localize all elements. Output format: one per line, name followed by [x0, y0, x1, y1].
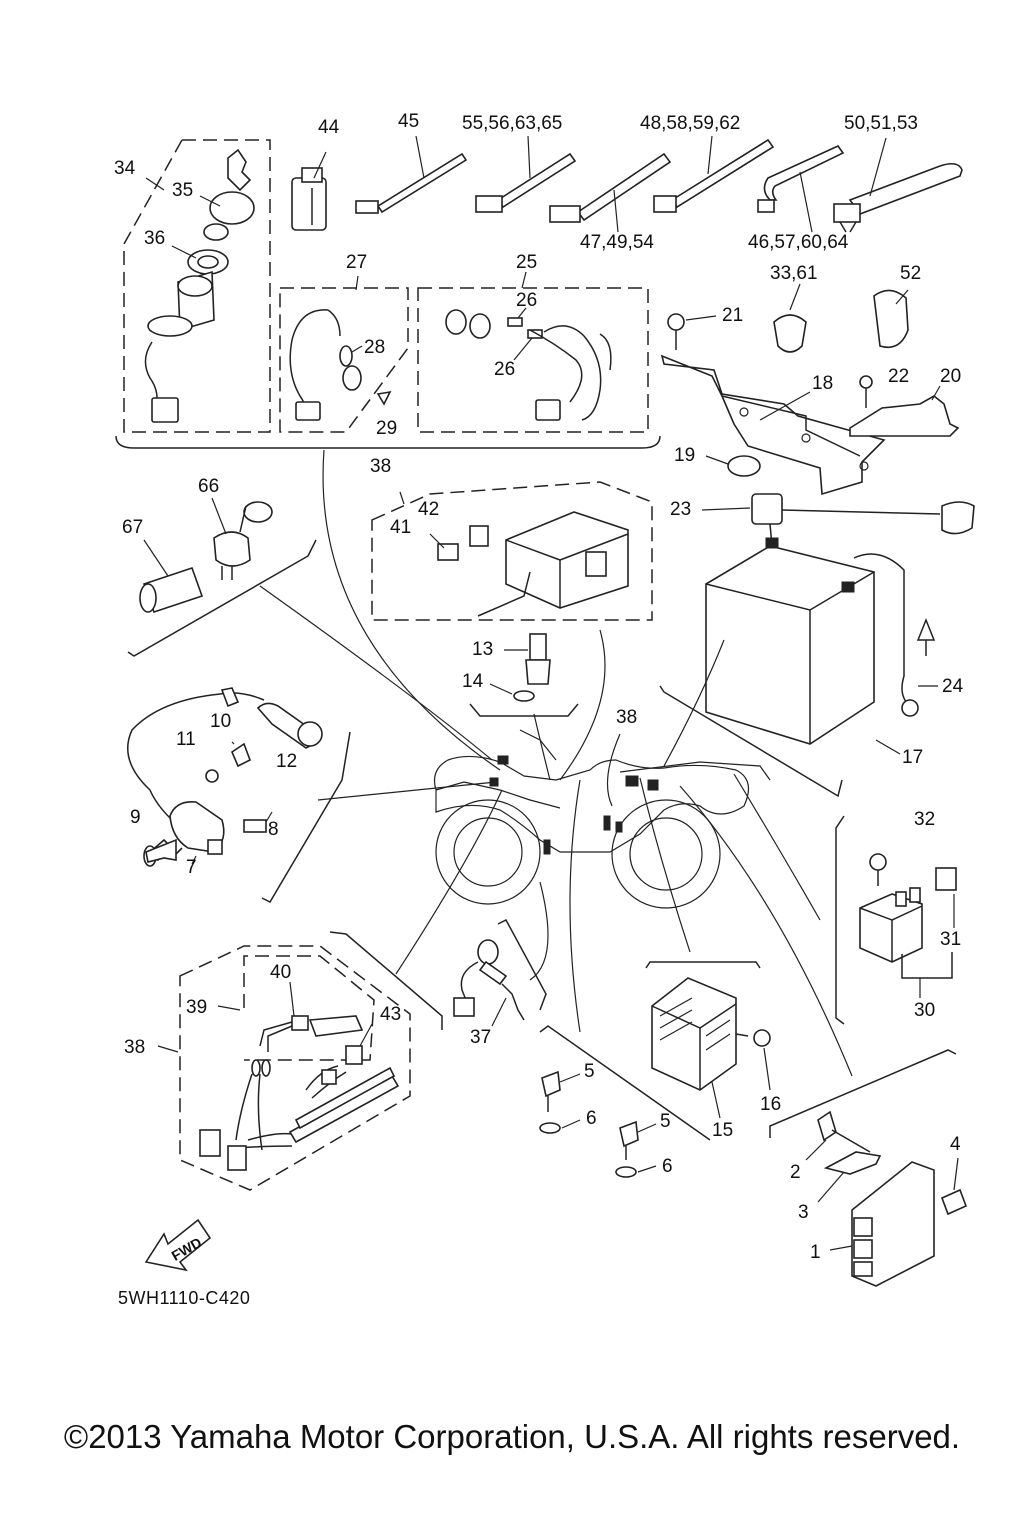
callout-1: 1 — [810, 1242, 821, 1263]
top-group-brace — [115, 435, 661, 449]
callout-14: 14 — [462, 671, 484, 692]
callout-67: 67 — [122, 517, 143, 538]
battery-bracket-group — [660, 283, 960, 496]
rectifier-group — [645, 961, 771, 1119]
callout-2: 2 — [790, 1162, 801, 1183]
callout-9: 9 — [130, 807, 141, 828]
headlight-socket-group — [127, 497, 317, 657]
callout-37: 37 — [470, 1027, 491, 1048]
callout-25: 25 — [516, 252, 537, 273]
callout-20: 20 — [940, 366, 961, 387]
callout-26-upper: 26 — [516, 290, 537, 311]
callout-6-right: 6 — [662, 1156, 673, 1177]
callout-28: 28 — [364, 337, 385, 358]
callout-13: 13 — [472, 639, 493, 660]
part-45-tie — [355, 135, 468, 214]
part-47-tie — [549, 152, 672, 233]
part-25-sub-lead — [417, 271, 649, 433]
callout-66: 66 — [198, 476, 219, 497]
callout-38-frame: 38 — [616, 707, 637, 728]
starter-relay-group — [835, 815, 957, 1025]
callout-35: 35 — [172, 180, 193, 201]
bolt-washer-group — [539, 1025, 711, 1178]
callout-34: 34 — [114, 158, 136, 179]
callout-11: 11 — [176, 729, 196, 750]
callout-24: 24 — [942, 676, 964, 697]
callout-39: 39 — [186, 997, 207, 1018]
callout-29: 29 — [376, 418, 397, 439]
diagram-part-code: 5WH1110-C420 — [118, 1288, 251, 1308]
cable-tie-group — [291, 135, 963, 233]
callout-55-56-63-65: 55,56,63,65 — [462, 113, 562, 134]
callout-4: 4 — [950, 1134, 961, 1155]
callout-52: 52 — [900, 263, 921, 284]
part-44-holder — [291, 151, 327, 231]
callout-33-61: 33,61 — [770, 263, 818, 284]
callout-44: 44 — [318, 117, 340, 138]
callout-38-fuse-box: 38 — [370, 456, 391, 477]
callout-40: 40 — [270, 962, 291, 983]
leader-lines — [259, 449, 853, 1077]
callout-50-51-53: 50,51,53 — [844, 113, 918, 134]
callout-17: 17 — [902, 747, 923, 768]
callout-45: 45 — [398, 111, 419, 132]
part-46-tie — [757, 144, 845, 233]
callout-12: 12 — [276, 751, 297, 772]
callout-46-57-60-64: 46,57,60,64 — [748, 232, 849, 253]
callout-18: 18 — [812, 373, 833, 394]
callout-8: 8 — [268, 819, 279, 840]
callout-10: 10 — [210, 711, 231, 732]
wire-harness-group — [157, 931, 443, 1191]
cdi-unit-group — [769, 1049, 968, 1287]
callout-38-harness: 38 — [124, 1037, 145, 1058]
callout-21: 21 — [722, 305, 743, 326]
part-55-tie — [475, 135, 577, 213]
callout-48-58-59-62: 48,58,59,62 — [640, 113, 740, 134]
speed-sensor-group — [453, 919, 547, 1027]
fwd-arrow-icon: FWD — [144, 1218, 212, 1272]
callout-16: 16 — [760, 1094, 781, 1115]
callout-22: 22 — [888, 366, 909, 387]
callout-42: 42 — [418, 499, 439, 520]
battery-group — [659, 493, 975, 798]
callout-32: 32 — [914, 809, 935, 830]
thermo-switch-group — [469, 633, 579, 717]
callout-5-left: 5 — [584, 1061, 595, 1082]
callout-5-right: 5 — [660, 1111, 671, 1132]
part-48-tie — [653, 135, 775, 213]
callout-15: 15 — [712, 1120, 733, 1141]
callout-27: 27 — [346, 252, 367, 273]
part-50-tie-clip — [833, 137, 963, 233]
part-27-wire-lead — [279, 275, 409, 433]
callout-47-49-54: 47,49,54 — [580, 232, 654, 253]
callout-41: 41 — [390, 517, 411, 538]
callout-31: 31 — [940, 929, 961, 950]
ignition-coil-group — [127, 687, 351, 903]
copyright-notice: ©2013 Yamaha Motor Corporation, U.S.A. A… — [63, 1418, 961, 1455]
main-switch-assembly — [123, 139, 271, 433]
atv-outline — [433, 729, 771, 909]
callout-19: 19 — [674, 445, 695, 466]
callout-43: 43 — [380, 1004, 401, 1025]
callout-23: 23 — [670, 499, 691, 520]
callout-26-lower: 26 — [494, 359, 515, 380]
callout-6-left: 6 — [586, 1108, 597, 1129]
fuse-box-group — [371, 481, 653, 621]
callout-3: 3 — [798, 1202, 809, 1223]
callout-30: 30 — [914, 1000, 935, 1021]
callout-labels: 44 45 55,56,63,65 48,58,59,62 50,51,53 4… — [114, 111, 964, 1263]
callout-7: 7 — [186, 857, 197, 878]
callout-36: 36 — [144, 228, 165, 249]
